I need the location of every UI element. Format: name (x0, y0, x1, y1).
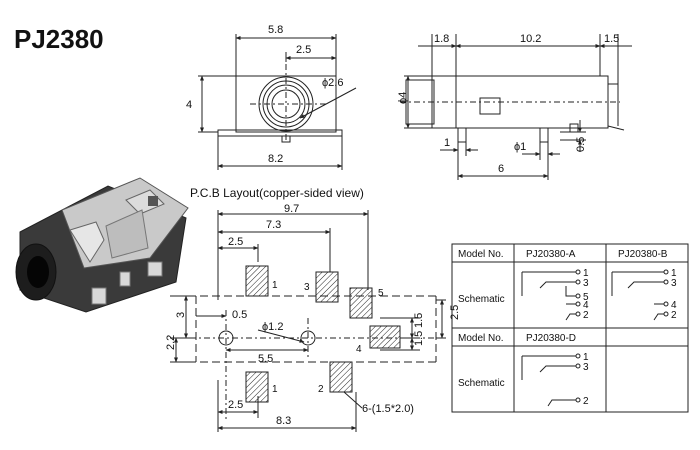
pad-5 (349, 287, 373, 319)
pad-4 (369, 325, 401, 349)
pad-3 (315, 271, 339, 303)
front-base-label: 8.2 (268, 153, 283, 165)
front-width-label: 5.8 (268, 24, 283, 36)
schematic-b-pin: 3 (671, 278, 677, 289)
pcb-dim-3: 3 (175, 312, 187, 318)
pcb-dim-9-7: 9.7 (284, 203, 299, 215)
part-number-title: PJ2380 (14, 24, 104, 54)
table-model-b: PJ20380-B (618, 249, 668, 260)
side-left-label: 1.8 (434, 33, 449, 45)
side-pin-offset-label: 1 (444, 137, 450, 149)
schematic-a-pin: 3 (583, 278, 589, 289)
pad-label: 2 (318, 384, 324, 395)
schematic-d-pin: 3 (583, 362, 589, 373)
side-height-label: ϕ4 (397, 92, 409, 104)
table-header-model: Model No. (458, 249, 504, 260)
side-pin-pos-label: 6 (498, 163, 504, 175)
pcb-dim-7-3: 7.3 (266, 219, 281, 231)
pad-label: 5 (378, 288, 384, 299)
jack-product-illustration (15, 177, 189, 313)
front-height-label: 4 (186, 99, 192, 111)
side-body-label: 10.2 (520, 33, 541, 45)
pcb-dim-5-5: 5.5 (258, 353, 273, 365)
pcb-dim-8-3: 8.3 (276, 415, 291, 427)
table-model-a: PJ20380-A (526, 249, 576, 260)
pcb-dim-1-5-upper: 1.5 (413, 313, 425, 328)
pcb-dim-2-5-right: 2.5 (449, 305, 461, 320)
schematic-d-pin: 2 (583, 396, 589, 407)
pad-label: 1 (272, 280, 278, 291)
pcb-dim-2-5-bottom: 2.5 (228, 399, 243, 411)
pcb-pads (245, 265, 401, 403)
pcb-dim-2-5-top: 2.5 (228, 236, 243, 248)
pcb-layout-title: P.C.B Layout(copper-sided view) (190, 186, 364, 200)
pcb-dim-phi-1-2: ϕ1.2 (262, 321, 283, 333)
pad-label: 4 (356, 344, 362, 355)
side-pin-dia-label: ϕ1 (514, 141, 526, 153)
side-pin-thick-label: 0.5 (575, 137, 587, 152)
schematic-a-pin: 1 (583, 268, 589, 279)
pcb-dim-0-5: 0.5 (232, 309, 247, 321)
model-schematic-table (451, 243, 689, 413)
schematic-d-pin: 1 (583, 352, 589, 363)
schematic-b-pin: 4 (671, 300, 677, 311)
pad-label: 1 (272, 384, 278, 395)
schematic-a-pin: 5 (583, 292, 589, 303)
schematic-a-pin: 4 (583, 300, 589, 311)
front-offset-label: 2.5 (296, 44, 311, 56)
side-right-label: 1.5 (604, 33, 619, 45)
front-hole-label: ϕ2.6 (322, 77, 343, 89)
pad-1-top (245, 265, 269, 297)
pcb-dim-1-5-lower: 1.5 (413, 331, 425, 346)
schematic-b-pin: 2 (671, 310, 677, 321)
table-schematic-label-2: Schematic (458, 378, 505, 389)
pad-label: 3 (304, 282, 310, 293)
pcb-layout (170, 210, 446, 432)
side-view (400, 34, 632, 180)
schematic-b-pin: 1 (671, 268, 677, 279)
schematic-a-pin: 2 (583, 310, 589, 321)
table-header-model-2: Model No. (458, 333, 504, 344)
table-schematic-label: Schematic (458, 294, 505, 305)
front-view (198, 34, 357, 170)
pcb-pad-size: 6-(1.5*2.0) (362, 403, 414, 415)
pad-1-bottom (245, 371, 269, 403)
pcb-dim-2-2: 2.2 (165, 335, 177, 350)
table-model-d: PJ20380-D (526, 333, 576, 344)
pad-2 (329, 361, 353, 393)
